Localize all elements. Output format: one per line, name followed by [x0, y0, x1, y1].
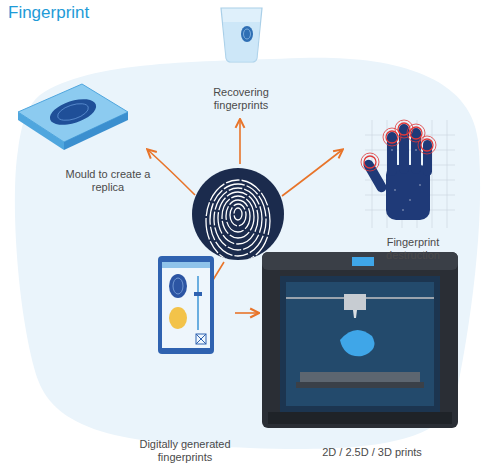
node-caption: Recovering fingerprints [194, 86, 288, 112]
fingerprint-circle [192, 168, 284, 262]
illustration-node: Mould to create a replica [15, 80, 165, 194]
hand-icon [361, 120, 455, 228]
illustration-node: 2D / 2.5D / 3D prints [258, 248, 462, 459]
node-caption: Mould to create a replica [62, 168, 154, 194]
background-blob [15, 58, 480, 449]
mould-icon [18, 84, 128, 150]
flow-arrow [235, 312, 258, 314]
node-caption: Digitally generated fingerprints [131, 438, 239, 464]
caption-text: 2D / 2.5D / 3D prints [297, 446, 447, 459]
illustration-node: Recovering fingerprints [200, 2, 282, 112]
caption-text: Recovering fingerprints [194, 86, 288, 112]
glass-icon [221, 8, 262, 62]
node-caption: Fingerprint destruction [367, 236, 459, 262]
caption-text: Digitally generated fingerprints [131, 438, 239, 464]
printer-icon [262, 252, 458, 428]
caption-text: Fingerprint destruction [367, 236, 459, 262]
tablet-icon [158, 256, 214, 354]
diagram-title: Fingerprint [8, 3, 89, 23]
illustration-node: Fingerprint destruction [362, 116, 462, 262]
caption-text: Mould to create a replica [62, 168, 154, 194]
illustration-node: Digitally generated fingerprints [135, 252, 235, 464]
node-caption: 2D / 2.5D / 3D prints [297, 446, 447, 459]
